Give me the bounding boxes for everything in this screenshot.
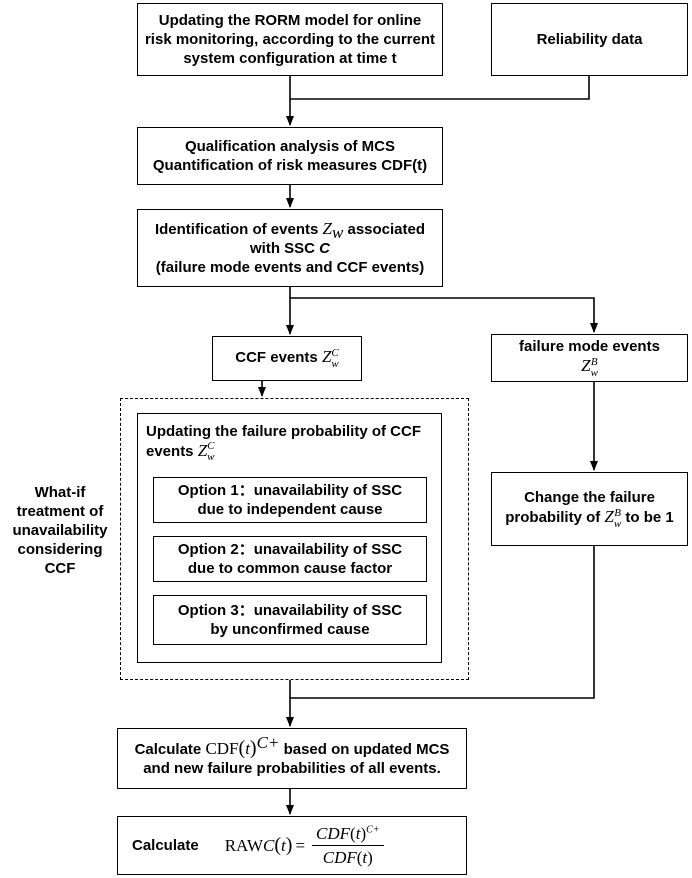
line-reliability-merge: [290, 76, 590, 100]
identification-box: Identification of events Zw associated w…: [137, 209, 443, 287]
option-2-box: Option 2：unavailability of SSC due to co…: [153, 536, 427, 582]
update-rorm-line-1: Updating the RORM model for online: [158, 12, 422, 29]
qualification-line-2: Quantification of risk measures CDF(t): [152, 157, 428, 174]
failure-mode-label: failure mode events: [519, 338, 660, 356]
calculate-cdf-box: Calculate CDF(t)C+ based on updated MCS …: [117, 728, 467, 789]
identification-line-2: with SSC C: [249, 240, 330, 257]
qualification-box: Qualification analysis of MCS Quantifica…: [137, 127, 443, 185]
reliability-data-label: Reliability data: [536, 31, 643, 48]
what-if-side-label: What-if treatment of unavailability cons…: [12, 484, 108, 577]
identification-line-1: Identification of events Zw associated: [154, 219, 426, 242]
line-change-merge: [290, 546, 595, 699]
updating-ccf-outer-box: [137, 413, 442, 663]
option-1-box: Option 1：unavailability of SSC due to in…: [153, 477, 427, 523]
qualification-line-1: Qualification analysis of MCS: [184, 138, 396, 155]
update-rorm-line-2: risk monitoring, according to the curren…: [144, 31, 436, 48]
update-rorm-line-3: system configuration at time t: [183, 50, 397, 67]
updating-ccf-heading: Updating the failure probability of CCF …: [146, 423, 421, 464]
identification-line-3: (failure mode events and CCF events): [155, 259, 425, 276]
reliability-data-box: Reliability data: [491, 3, 688, 76]
z-w-symbol: Z: [322, 219, 332, 238]
ssc-c-symbol: C: [319, 240, 330, 257]
calculate-raw-label: Calculate: [132, 837, 199, 854]
update-rorm-box: Updating the RORM model for online risk …: [137, 3, 443, 76]
arrow-identification-to-failure-mode: [290, 297, 598, 333]
option-3-box: Option 3：unavailability of SSC by unconf…: [153, 595, 427, 645]
ccf-events-label: CCF events: [235, 349, 322, 367]
updating-ccf-line-1: Updating the failure probability of CCF: [146, 423, 421, 440]
what-if-dashed-region: [120, 398, 469, 680]
